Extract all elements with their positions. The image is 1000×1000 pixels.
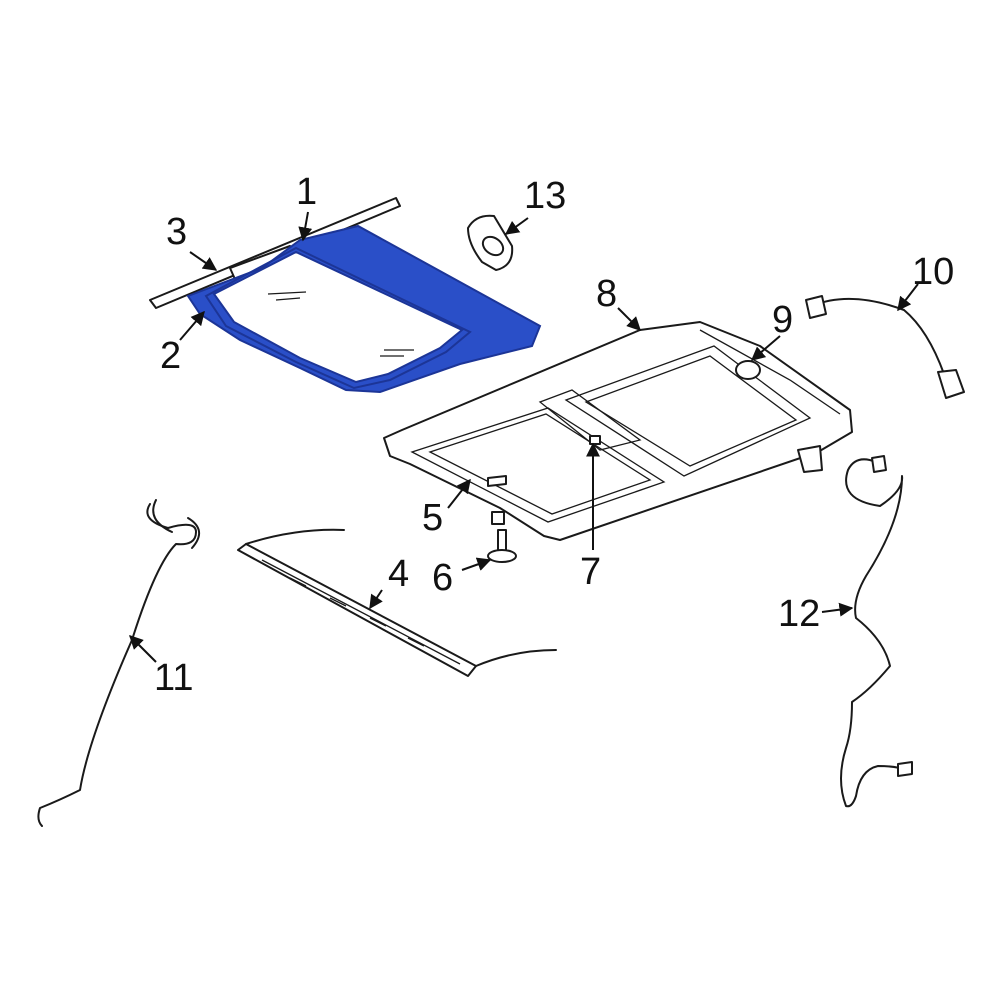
- callout-7: 7: [580, 551, 601, 593]
- callout-1: 1: [296, 171, 317, 213]
- plug-part[interactable]: [467, 214, 514, 271]
- callout-4: 4: [388, 553, 409, 595]
- callout-9: 9: [772, 299, 793, 341]
- left-drain-hose-part[interactable]: [37, 499, 200, 827]
- callout-13: 13: [524, 175, 566, 217]
- short-harness-part[interactable]: [805, 295, 965, 399]
- callout-2: 2: [160, 335, 181, 377]
- callout-11: 11: [154, 657, 193, 699]
- callout-12: 12: [778, 593, 820, 635]
- rear-rail-part[interactable]: [237, 528, 557, 677]
- callout-8: 8: [596, 273, 617, 315]
- callout-5: 5: [422, 497, 443, 539]
- sunroof-frame-part[interactable]: [383, 321, 853, 541]
- right-drain-hose-part[interactable]: [840, 455, 913, 808]
- callout-6: 6: [432, 557, 453, 599]
- bolt-part[interactable]: [487, 529, 517, 563]
- callout-3: 3: [166, 211, 187, 253]
- callout-10: 10: [912, 251, 954, 293]
